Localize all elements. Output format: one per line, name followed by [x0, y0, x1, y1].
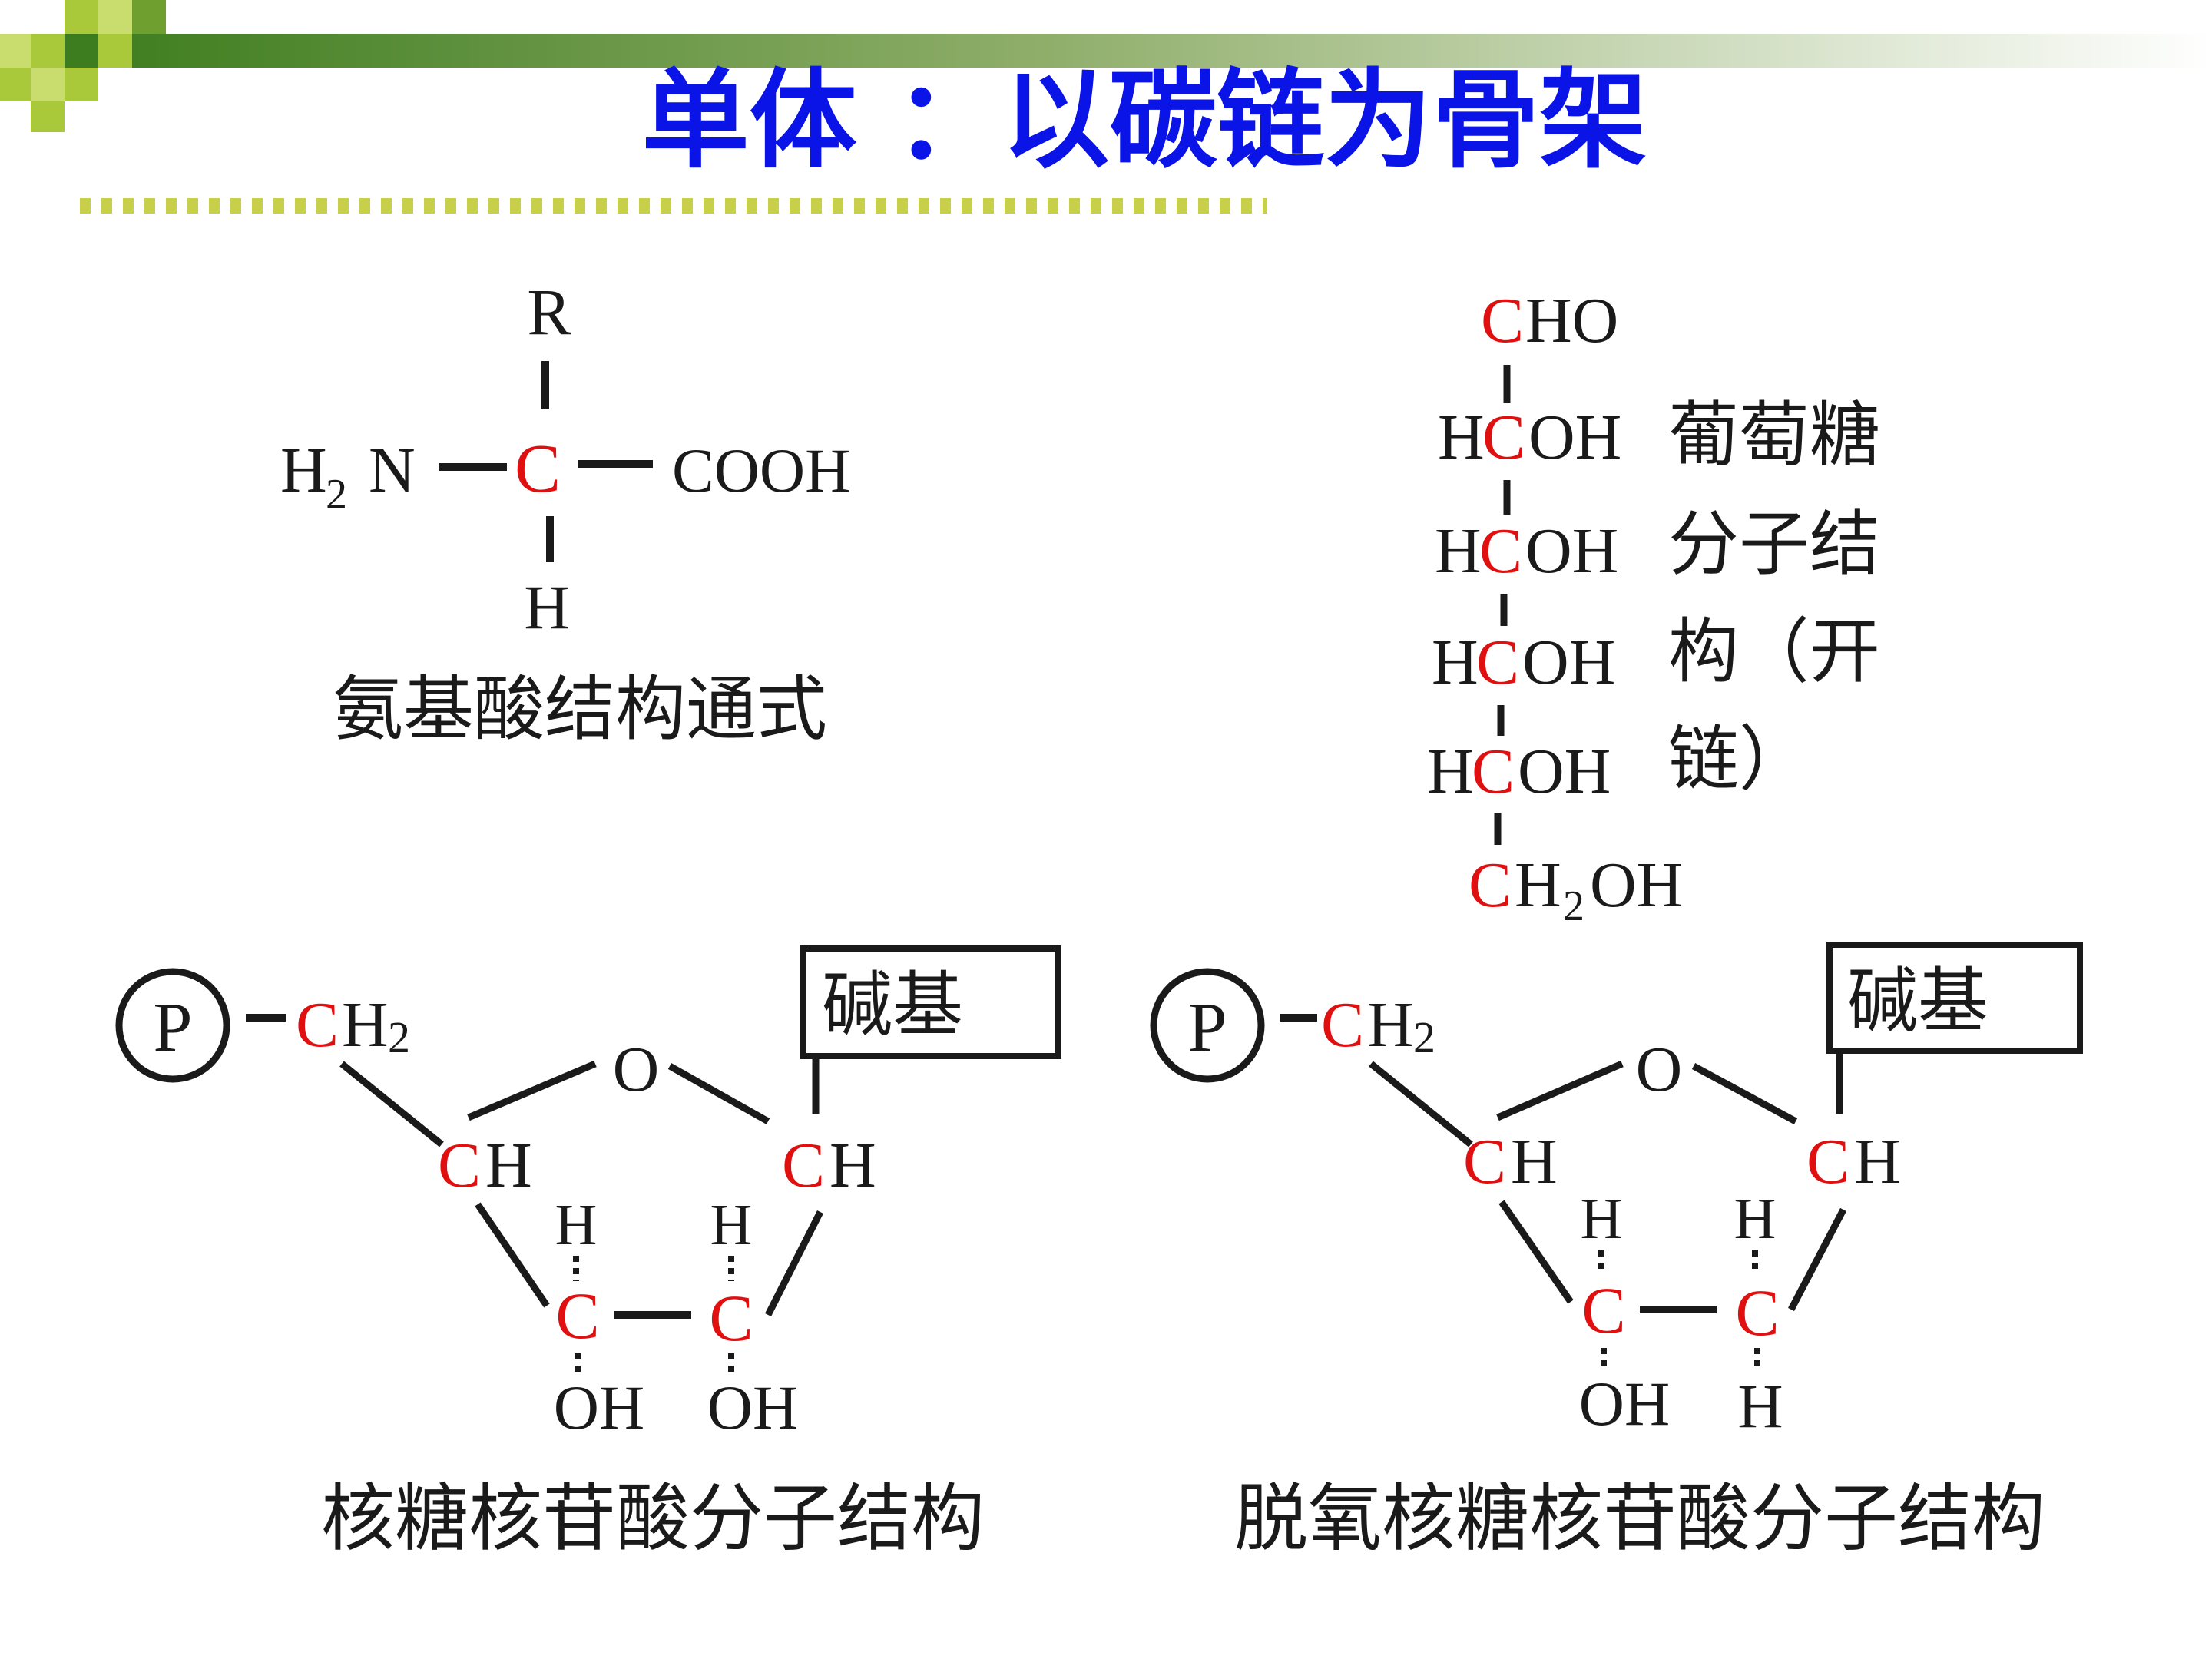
phosphate-circle	[115, 968, 230, 1083]
aa-r-group: R	[527, 275, 571, 349]
aa-caption: 氨基酸结构通式	[333, 668, 827, 750]
ch-right-h: H	[830, 1130, 876, 1201]
bond	[667, 1063, 770, 1124]
bottom-left-group: OH	[1579, 1369, 1670, 1439]
ring-oxygen: O	[613, 1034, 660, 1105]
aa-left-h: H	[280, 435, 327, 506]
bond	[339, 1061, 444, 1147]
bottom-right-group: OH	[707, 1373, 798, 1442]
glc-bottom-h: H	[1515, 849, 1561, 921]
phosphate-circle	[1150, 968, 1265, 1083]
bond	[1498, 1200, 1574, 1304]
bond	[475, 1202, 550, 1308]
deco-square	[65, 68, 98, 101]
ch2-carbon: C	[296, 989, 339, 1061]
bond	[1691, 1063, 1798, 1124]
ch2-carbon: C	[1321, 989, 1364, 1061]
bottom-right-group: H	[1737, 1371, 1783, 1441]
h-top-left: H	[555, 1193, 598, 1257]
aa-left-n: N	[369, 435, 416, 506]
c-bottom-left: C	[555, 1279, 599, 1353]
phosphate-label: P	[1187, 988, 1227, 1066]
ch2-sub: 2	[1413, 1012, 1435, 1062]
ch-left-h: H	[485, 1130, 532, 1201]
glc-top-c: C	[1481, 285, 1524, 356]
aa-bottom-h: H	[524, 572, 569, 642]
glc-row1-oh: OH	[1528, 402, 1621, 473]
bond	[1369, 1061, 1473, 1147]
ch2-h: H	[1367, 989, 1414, 1061]
ch-right-h: H	[1854, 1126, 1901, 1197]
aa-right-cooh: COOH	[672, 435, 850, 505]
deco-square	[132, 0, 166, 34]
glc-row4-c: C	[1472, 736, 1515, 807]
glc-row2-c: C	[1479, 515, 1522, 587]
glc-bottom-sub: 2	[1563, 882, 1584, 930]
deco-square	[31, 34, 65, 68]
glc-caption-line1: 葡萄糖	[1668, 394, 1880, 476]
glc-row3-oh: OH	[1522, 627, 1615, 698]
glucose-structure: C HO H C OH H C OH H C OH H C OH C H 2 O…	[1427, 285, 1880, 930]
h-top-left: H	[1581, 1187, 1623, 1251]
bond	[1788, 1207, 1846, 1312]
base-label: 碱基	[822, 964, 963, 1046]
c-bottom-left: C	[1581, 1273, 1625, 1347]
glc-row4-h: H	[1427, 736, 1474, 807]
c-bottom-right: C	[709, 1281, 753, 1355]
ribonucleotide-caption: 核糖核苷酸分子结构	[321, 1475, 985, 1561]
phosphate-label: P	[153, 988, 192, 1066]
deco-square	[65, 34, 98, 68]
ch2-sub: 2	[388, 1012, 410, 1062]
aa-left-sub: 2	[326, 471, 347, 518]
deco-square	[0, 34, 31, 68]
aa-center-carbon: C	[515, 431, 561, 507]
ribonucleotide-structure: P C H 2 碱基 O C H C H H H C C OH OH 核糖核苷酸…	[115, 945, 1061, 1561]
deoxyribonucleotide-caption: 脱氧核糖核苷酸分子结构	[1234, 1475, 2045, 1561]
amino-acid-structure: R H 2 N C COOH H 氨基酸结构通式	[280, 275, 850, 750]
ch-left-carbon: C	[1463, 1126, 1506, 1197]
ring-oxygen: O	[1636, 1034, 1683, 1105]
glc-top-rest: HO	[1525, 285, 1618, 356]
glc-row4-oh: OH	[1518, 736, 1611, 807]
slide-title: 单体 ：以碳链为骨架	[642, 58, 1647, 184]
bond	[1496, 1060, 1624, 1121]
glc-bottom-oh: OH	[1590, 849, 1683, 921]
ch-left-carbon: C	[438, 1130, 481, 1201]
base-label: 碱基	[1847, 960, 1988, 1042]
deco-square	[31, 68, 65, 101]
glc-row2-h: H	[1435, 515, 1482, 587]
deco-square	[0, 68, 31, 101]
deco-square	[65, 0, 98, 34]
ch-left-h: H	[1511, 1126, 1558, 1197]
base-box	[1826, 942, 2083, 1054]
glc-caption-line3: 构（开	[1668, 611, 1880, 693]
bond	[467, 1060, 597, 1121]
deco-square	[98, 34, 132, 68]
deco-square	[31, 101, 65, 132]
header-gradient-bar	[92, 34, 2212, 68]
bond	[764, 1210, 824, 1317]
glc-row1-c: C	[1482, 402, 1525, 473]
ch-right-carbon: C	[1806, 1126, 1849, 1197]
deco-square	[98, 0, 132, 34]
base-box	[800, 945, 1061, 1059]
glc-caption-line2: 分子结	[1668, 503, 1880, 585]
glc-row1-h: H	[1438, 402, 1485, 473]
glc-row3-h: H	[1432, 627, 1479, 698]
glc-caption-line4: 链）	[1668, 718, 1810, 800]
h-top-right: H	[1734, 1187, 1777, 1251]
ch2-h: H	[342, 989, 389, 1061]
h-top-right: H	[710, 1193, 753, 1257]
bottom-left-group: OH	[554, 1373, 644, 1442]
ch-right-carbon: C	[782, 1130, 825, 1201]
glc-row2-oh: OH	[1525, 515, 1618, 587]
deoxyribonucleotide-structure: P C H 2 碱基 O C H C H H H C C OH H 脱氧核糖核苷…	[1150, 942, 2083, 1561]
corner-decoration	[0, 0, 2212, 132]
c-bottom-right: C	[1735, 1276, 1779, 1349]
glc-bottom-c: C	[1469, 849, 1512, 921]
glc-row3-c: C	[1476, 627, 1519, 698]
